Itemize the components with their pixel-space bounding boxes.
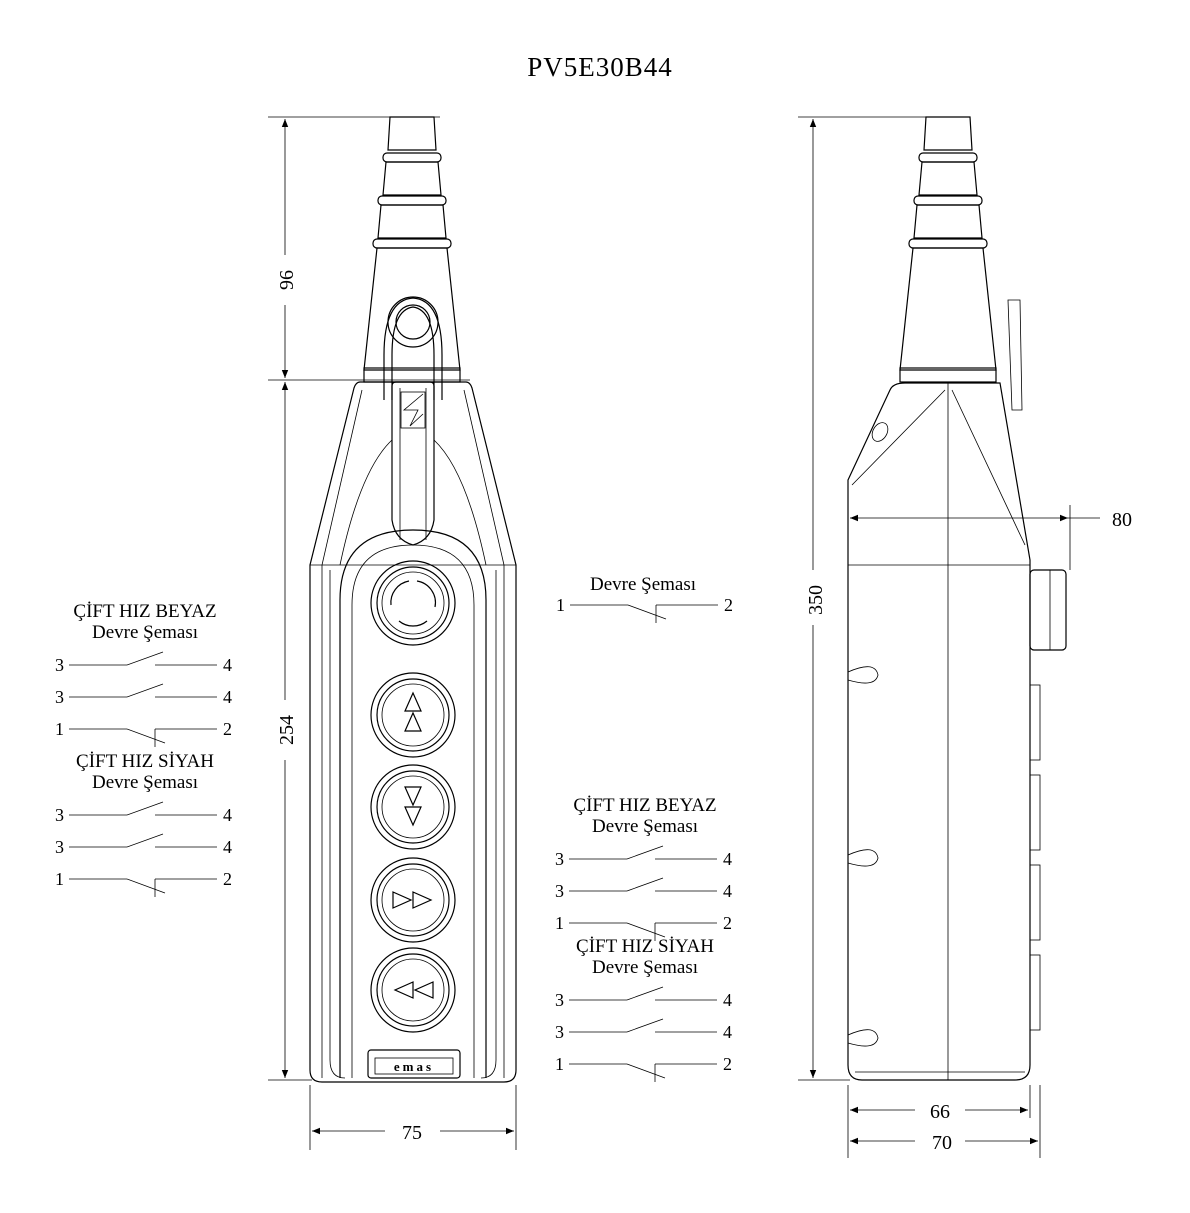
svg-text:4: 4 bbox=[223, 687, 232, 707]
dimension-70: 70 bbox=[850, 1132, 1038, 1154]
svg-text:2: 2 bbox=[223, 719, 232, 739]
svg-text:1: 1 bbox=[555, 1054, 564, 1074]
dimension-80: 80 bbox=[850, 509, 1132, 531]
svg-text:3: 3 bbox=[55, 805, 64, 825]
svg-text:96: 96 bbox=[276, 270, 298, 290]
enclosure-body: emas bbox=[309, 381, 517, 1083]
svg-text:75: 75 bbox=[402, 1122, 422, 1144]
svg-text:350: 350 bbox=[805, 585, 827, 615]
pushbutton-5[interactable] bbox=[370, 947, 456, 1033]
svg-text:2: 2 bbox=[723, 913, 732, 933]
schematic-heading: Devre Şeması bbox=[92, 772, 198, 793]
double-up-arrow-icon bbox=[404, 691, 422, 732]
side-body bbox=[847, 299, 1067, 1081]
schematic-title: ÇİFT HIZ SİYAH bbox=[576, 936, 714, 957]
svg-text:3: 3 bbox=[555, 1022, 564, 1042]
schematic-title: ÇİFT HIZ BEYAZ bbox=[573, 795, 716, 816]
pushbutton-1[interactable] bbox=[370, 560, 456, 646]
svg-text:1: 1 bbox=[555, 913, 564, 933]
button-column bbox=[370, 560, 456, 1033]
svg-text:254: 254 bbox=[276, 715, 298, 745]
emergency-stop-knob bbox=[1029, 569, 1067, 651]
svg-text:3: 3 bbox=[55, 655, 64, 675]
cable-gland bbox=[363, 116, 461, 383]
side-view: 350 80 66 70 bbox=[798, 116, 1132, 1158]
schematic-title: ÇİFT HIZ SİYAH bbox=[76, 751, 214, 772]
schematic-title: ÇİFT HIZ BEYAZ bbox=[73, 601, 216, 622]
svg-text:4: 4 bbox=[723, 881, 732, 901]
svg-text:4: 4 bbox=[223, 655, 232, 675]
emergency-stop-rotate-icon bbox=[390, 580, 437, 627]
svg-text:2: 2 bbox=[724, 595, 733, 615]
svg-text:3: 3 bbox=[55, 837, 64, 857]
pushbutton-3[interactable] bbox=[370, 764, 456, 850]
dimension-66: 66 bbox=[850, 1101, 1028, 1123]
svg-text:3: 3 bbox=[555, 881, 564, 901]
pushbutton-2[interactable] bbox=[370, 672, 456, 758]
svg-text:4: 4 bbox=[723, 1022, 732, 1042]
side-cable-gland bbox=[899, 116, 997, 383]
dimension-75: 75 bbox=[312, 1122, 514, 1144]
brand-logo-icon bbox=[400, 391, 426, 429]
svg-text:1: 1 bbox=[55, 719, 64, 739]
pushbutton-4[interactable] bbox=[370, 857, 456, 943]
svg-text:4: 4 bbox=[223, 837, 232, 857]
svg-text:1: 1 bbox=[556, 595, 565, 615]
front-view: 96 254 75 bbox=[268, 116, 517, 1150]
svg-text:3: 3 bbox=[555, 849, 564, 869]
svg-text:4: 4 bbox=[223, 805, 232, 825]
dimension-254: 254 bbox=[276, 382, 298, 1078]
svg-text:4: 4 bbox=[723, 849, 732, 869]
drawing-title: PV5E30B44 bbox=[527, 52, 673, 82]
svg-text:1: 1 bbox=[55, 869, 64, 889]
double-down-arrow-icon bbox=[404, 786, 422, 827]
svg-text:emas: emas bbox=[394, 1059, 434, 1074]
dimension-350: 350 bbox=[805, 119, 827, 1078]
svg-text:2: 2 bbox=[723, 1054, 732, 1074]
schematic-heading: Devre Şeması bbox=[92, 622, 198, 643]
svg-text:3: 3 bbox=[55, 687, 64, 707]
schematic-heading: Devre Şeması bbox=[592, 816, 698, 837]
svg-text:80: 80 bbox=[1112, 509, 1132, 531]
double-left-arrow-icon bbox=[393, 981, 434, 999]
svg-text:66: 66 bbox=[930, 1101, 950, 1123]
svg-text:2: 2 bbox=[223, 869, 232, 889]
svg-text:Devre Şeması: Devre Şeması bbox=[590, 574, 696, 595]
svg-text:3: 3 bbox=[555, 990, 564, 1010]
side-hanger-clip bbox=[1007, 299, 1023, 411]
schematic-heading: Devre Şeması bbox=[592, 957, 698, 978]
svg-text:4: 4 bbox=[723, 990, 732, 1010]
emas-logo bbox=[374, 1057, 454, 1075]
hanger-ring bbox=[383, 296, 443, 400]
double-right-arrow-icon bbox=[392, 891, 433, 909]
dimension-96: 96 bbox=[276, 119, 298, 378]
svg-text:70: 70 bbox=[932, 1132, 952, 1154]
